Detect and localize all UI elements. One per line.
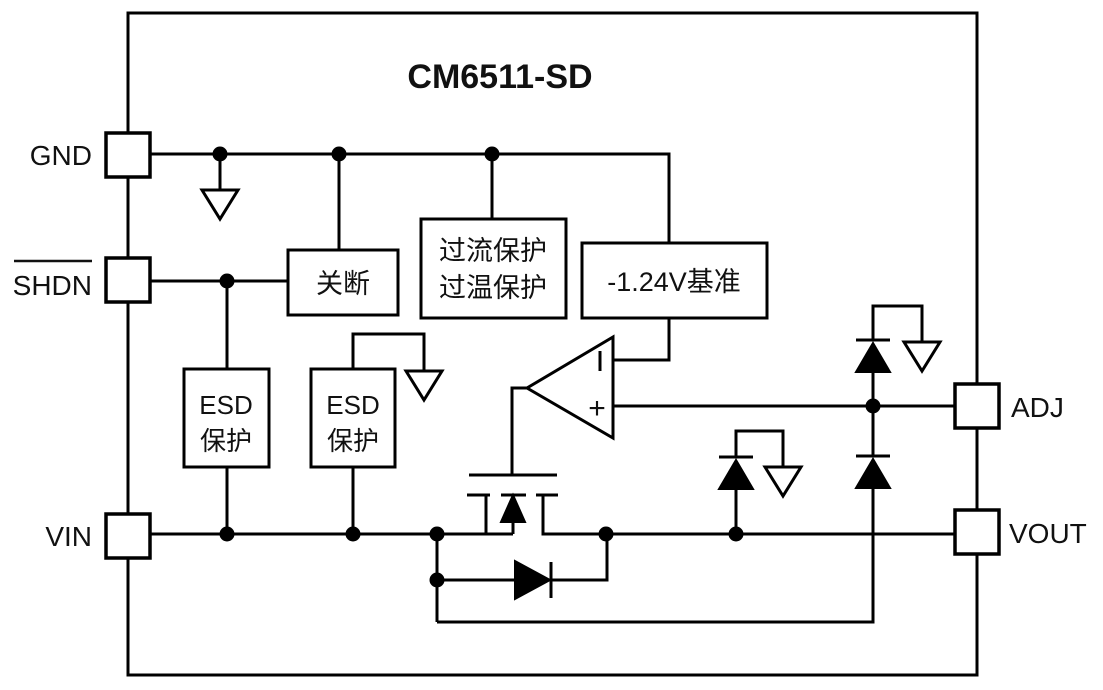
block-protection-line2: 过温保护 xyxy=(439,273,547,303)
wire-ref-to-opamp-minus xyxy=(613,318,671,362)
block-protection-line1: 过流保护 xyxy=(439,236,547,266)
block-esd1 xyxy=(182,367,271,469)
opamp-triangle-icon xyxy=(524,334,615,441)
wires xyxy=(150,152,955,624)
ground-icon xyxy=(762,465,804,499)
pmos-transistor-icon xyxy=(467,473,558,534)
body-diode-icon xyxy=(514,559,553,601)
adj-lower-diode-icon xyxy=(854,454,892,489)
wire-vout-diode-to-ground xyxy=(734,429,785,467)
pins: GND SHDN VIN ADJ VOUT xyxy=(13,131,1087,560)
wire-feedback-bottom xyxy=(437,489,875,624)
diodes xyxy=(514,338,892,601)
pin-vin-label: VIN xyxy=(45,521,92,552)
chip-boundary xyxy=(126,11,979,677)
pin-shdn-box xyxy=(104,256,152,304)
block-esd2-line2: 保护 xyxy=(327,426,379,456)
adj-upper-diode-icon xyxy=(854,338,892,373)
ground-icon xyxy=(901,340,943,374)
pin-gnd-box xyxy=(104,131,152,179)
opamp-plus-input-label: + xyxy=(588,392,606,425)
pin-adj-label: ADJ xyxy=(1011,392,1064,423)
pin-vout-label: VOUT xyxy=(1009,518,1087,549)
junction-dots xyxy=(212,146,881,588)
page-title: CM6511-SD xyxy=(407,58,592,96)
wire-vout-rail xyxy=(541,495,955,536)
wire-diode-cathode xyxy=(551,534,609,582)
block-esd1-line2: 保护 xyxy=(200,426,252,456)
function-blocks: 关断 过流保护 过温保护 -1.24V基准 ESD 保护 ESD 保护 xyxy=(182,217,769,469)
pin-shdn-label: SHDN xyxy=(13,270,92,301)
pin-vout-box xyxy=(953,508,1001,556)
junction-dot xyxy=(728,526,744,542)
block-reference xyxy=(580,241,769,320)
junction-dot xyxy=(429,572,445,588)
junction-dot xyxy=(429,526,445,542)
junction-dot xyxy=(219,273,235,289)
vout-protection-diode-icon xyxy=(717,455,755,490)
wire-esd2-to-ground xyxy=(351,332,426,371)
block-shutdown-label: 关断 xyxy=(316,269,370,299)
junction-dot xyxy=(484,146,500,162)
block-esd2-line1: ESD xyxy=(326,390,379,420)
pin-gnd-label: GND xyxy=(30,140,92,171)
block-esd1-line1: ESD xyxy=(199,390,252,420)
pin-vin-box xyxy=(104,512,152,560)
block-reference-label: -1.24V基准 xyxy=(607,267,741,297)
junction-dot xyxy=(331,146,347,162)
block-shutdown xyxy=(286,248,400,317)
ground-icon xyxy=(199,188,241,222)
ground-icon xyxy=(403,369,445,403)
block-protection xyxy=(419,217,568,320)
junction-dot xyxy=(219,526,235,542)
block-esd2 xyxy=(309,367,397,469)
junction-dot xyxy=(598,526,614,542)
junction-dot xyxy=(345,526,361,542)
junction-dot xyxy=(865,398,881,414)
ground-symbols xyxy=(199,188,943,499)
junction-dot xyxy=(212,146,228,162)
wire-gnd-rail xyxy=(150,152,671,243)
wire-opamp-out-to-gate xyxy=(510,386,527,475)
mosfet-body-arrow-icon xyxy=(499,492,527,523)
wire-adj-diode-to-ground xyxy=(871,304,924,342)
error-amplifier: + xyxy=(524,334,615,441)
pin-adj-box xyxy=(953,382,1001,430)
